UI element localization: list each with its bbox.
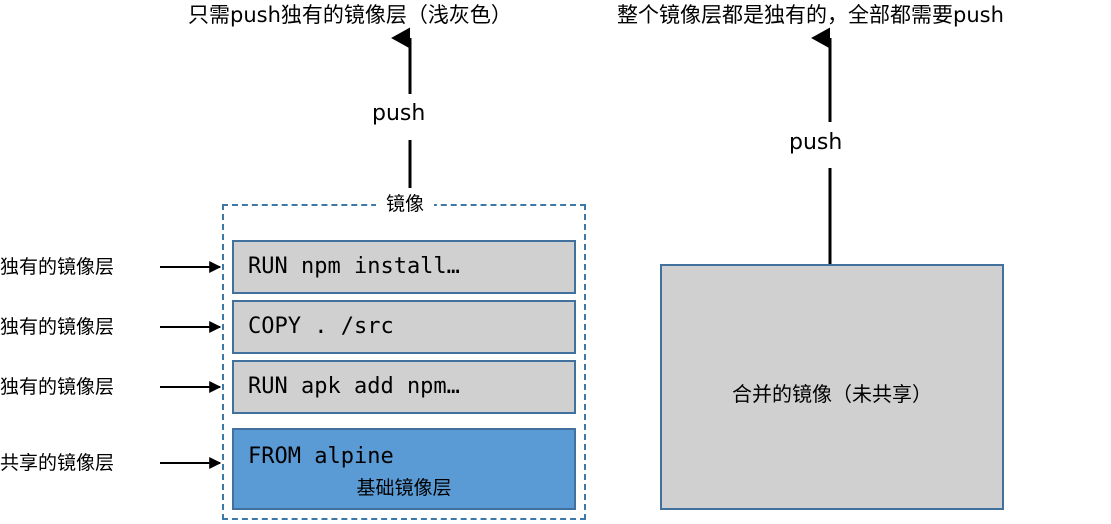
layer-command-text: RUN npm install…: [248, 254, 460, 279]
side-label-arrows: [160, 261, 222, 469]
side-label-unique-layer-2: 独有的镜像层: [0, 316, 115, 338]
layer-box-run-apk-add-npm[interactable]: RUN apk add npm…: [232, 360, 576, 414]
layer-command-text: RUN apk add npm…: [248, 374, 460, 399]
layer-box-run-npm-install[interactable]: RUN npm install…: [232, 240, 576, 294]
right-push-label: push: [789, 130, 843, 155]
layer-command-text: COPY . /src: [248, 314, 394, 339]
right-diagram-heading: 整个镜像层都是独有的，全部都需要push: [617, 3, 1004, 27]
base-layer-sublabel: 基础镜像层: [356, 477, 452, 499]
left-push-label: push: [372, 101, 426, 126]
merged-image-box[interactable]: 合并的镜像（未共享）: [660, 264, 1004, 510]
left-diagram-heading: 只需push独有的镜像层（浅灰色）: [188, 3, 512, 27]
image-group-title: 镜像: [376, 193, 435, 215]
side-label-shared-layer: 共享的镜像层: [0, 452, 115, 474]
layer-box-from-alpine[interactable]: FROM alpine 基础镜像层: [232, 428, 576, 510]
layer-command-text: FROM alpine: [248, 444, 394, 469]
side-label-unique-layer-3: 独有的镜像层: [0, 376, 115, 398]
side-label-unique-layer-1: 独有的镜像层: [0, 256, 115, 278]
layer-box-copy-src[interactable]: COPY . /src: [232, 300, 576, 354]
merged-image-label: 合并的镜像（未共享）: [732, 382, 932, 406]
